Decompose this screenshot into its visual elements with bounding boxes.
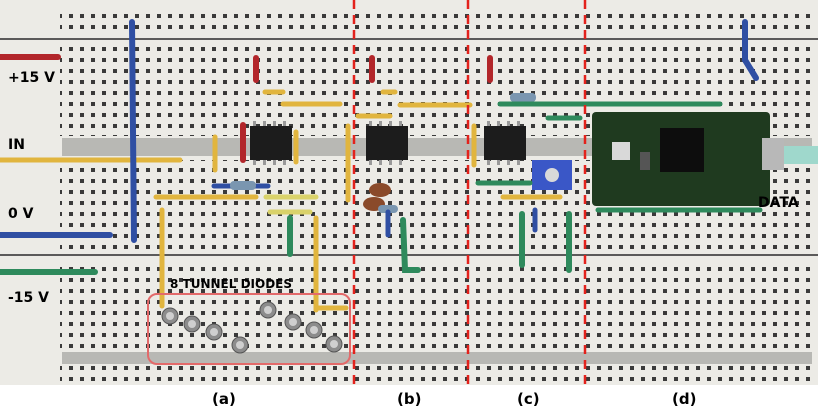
resistor <box>510 93 536 102</box>
wire-green <box>400 217 421 273</box>
tunnel-diode <box>325 335 343 353</box>
hole-strip-bottom <box>60 365 810 383</box>
tunnel-diode <box>259 301 277 319</box>
label-input: IN <box>8 137 25 153</box>
tunnel-diode <box>305 321 323 339</box>
microcontroller-board <box>592 112 770 206</box>
capacitor <box>369 183 391 197</box>
bottom-channel <box>62 352 812 364</box>
label-data-output: DATA <box>758 195 799 211</box>
caption-c: (c) <box>517 390 540 408</box>
label-minus15v: -15 V <box>8 290 50 306</box>
caption-d: (d) <box>672 390 697 408</box>
usb-cable <box>784 146 818 164</box>
ic-chip <box>484 121 526 165</box>
ic-chip <box>250 121 292 165</box>
tunnel-diode <box>231 336 249 354</box>
tunnel-diode <box>183 315 201 333</box>
caption-a: (a) <box>212 390 236 408</box>
wire-blue <box>129 19 137 243</box>
hole-strip-top <box>60 8 810 34</box>
tunnel-diodes-label: 8 TUNNEL DIODES <box>170 277 292 291</box>
tunnel-diode <box>284 313 302 331</box>
tunnel-diode <box>205 323 223 341</box>
label-plus15v: +15 V <box>8 70 55 86</box>
usb-connector <box>762 138 784 170</box>
caption-b: (b) <box>397 390 422 408</box>
resistor <box>378 205 398 213</box>
breadboard-photo <box>0 0 818 385</box>
tunnel-diode <box>161 307 179 325</box>
ic-chip <box>366 121 408 165</box>
hole-field-lower <box>60 260 810 350</box>
resistor <box>230 181 256 190</box>
wire-blue <box>742 19 759 81</box>
tunnel-diodes-highlight <box>147 293 351 365</box>
label-zero-v: 0 V <box>8 206 34 222</box>
potentiometer <box>532 160 572 190</box>
